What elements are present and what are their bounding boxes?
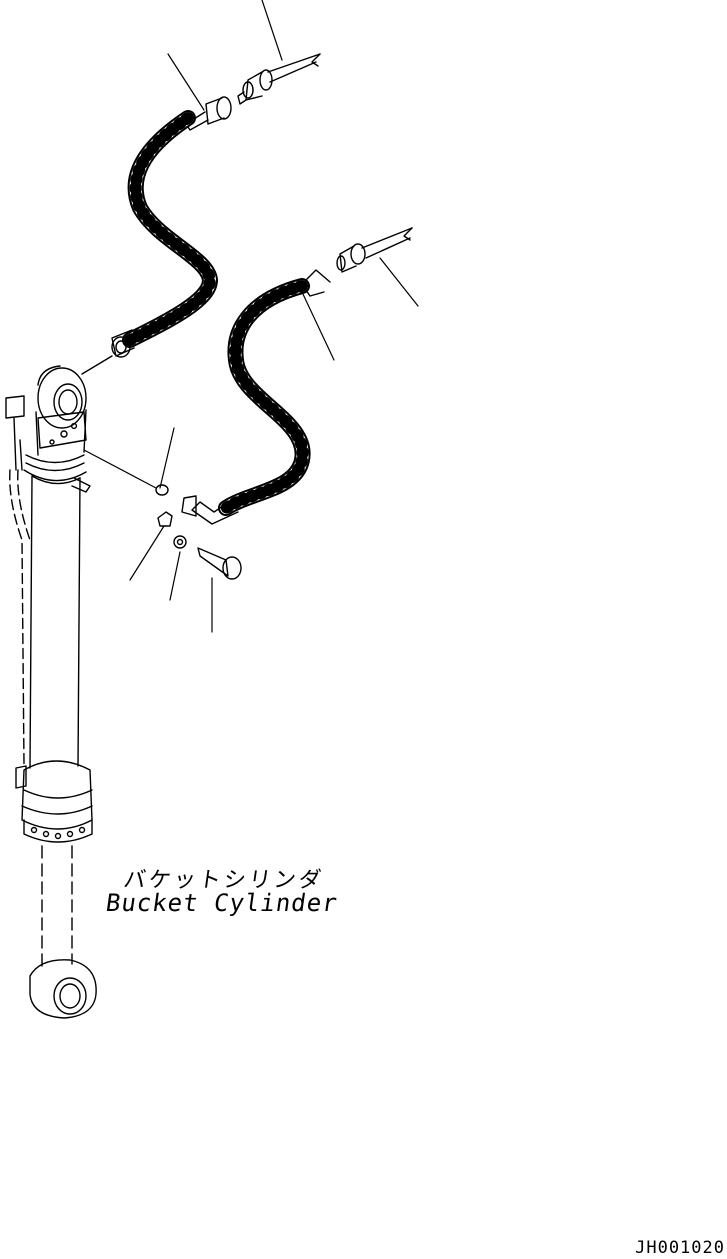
leader-lines <box>84 0 418 632</box>
hose-lower <box>182 228 412 524</box>
drawing-id: JH001020 <box>635 1238 725 1258</box>
small-parts <box>156 485 241 579</box>
caption-english: Bucket Cylinder <box>104 889 340 917</box>
hose-upper <box>82 54 320 374</box>
bucket-cylinder <box>6 366 96 1018</box>
